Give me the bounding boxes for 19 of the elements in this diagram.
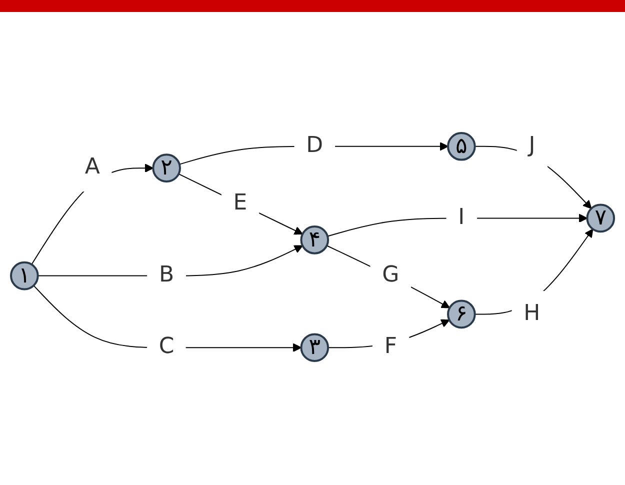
arrow [326, 245, 450, 308]
edge-label: H [524, 300, 540, 326]
edge-label: B [159, 262, 174, 288]
edge-label: I [458, 204, 465, 230]
node-circle: ۶ [446, 300, 476, 329]
node-circle: ۵ [446, 132, 476, 161]
edge-label: E [233, 190, 248, 216]
node-circle: ۴ [300, 225, 330, 254]
node-circle: ۷ [586, 204, 616, 233]
node-circle: ۲ [152, 154, 181, 182]
edge-label: G [382, 262, 400, 288]
node-circle: ۱ [10, 261, 39, 290]
edge-label: C [158, 334, 174, 360]
edge-label: F [384, 334, 397, 360]
edge-label: J [528, 132, 536, 158]
edge-label: D [306, 132, 324, 158]
arrow [178, 173, 303, 235]
node-circle: ۳ [300, 333, 330, 362]
edge-label: A [84, 154, 100, 180]
